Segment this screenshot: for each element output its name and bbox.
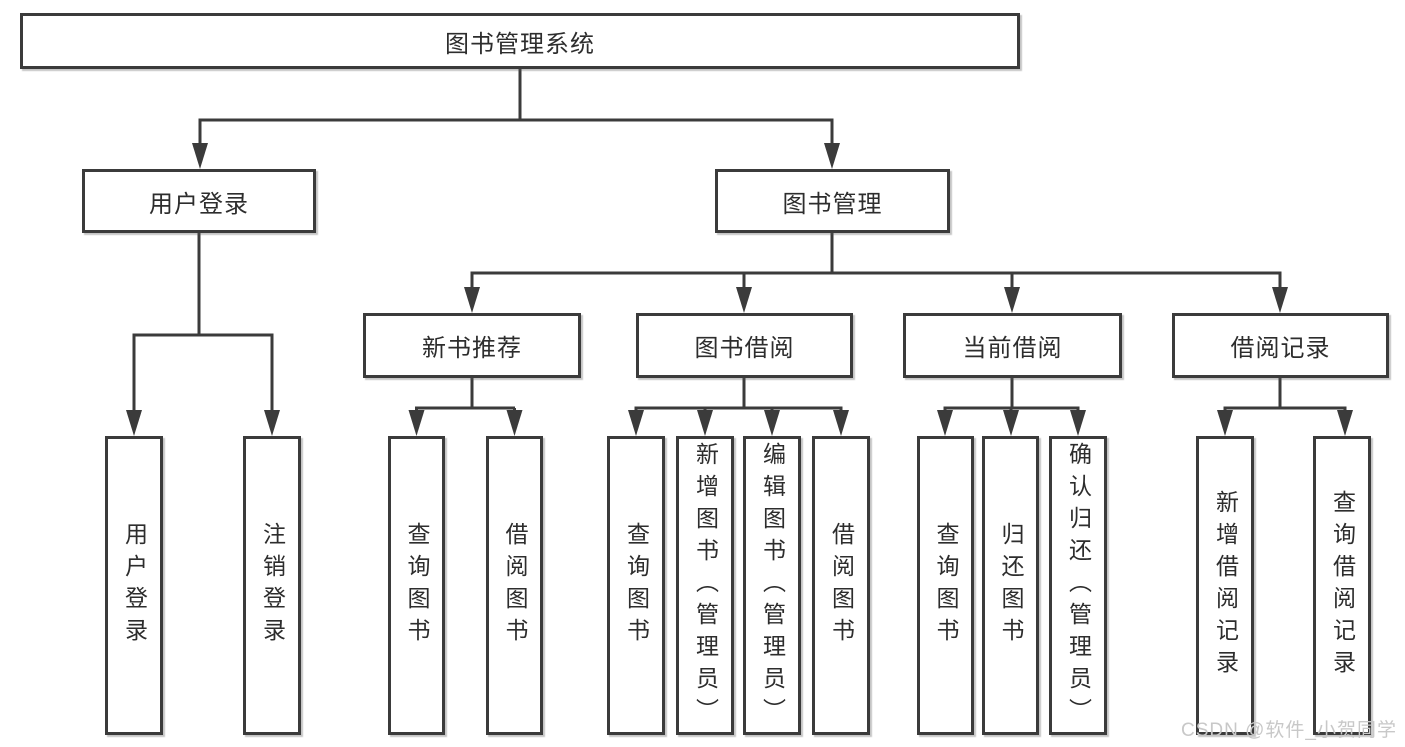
leaf-current-confirm-return-admin: 确认归还（管理员） <box>1049 436 1107 735</box>
leaf-user-login: 用户登录 <box>105 436 163 735</box>
leaf-borrow-query-books: 查询图书 <box>607 436 665 735</box>
leaf-logout: 注销登录 <box>243 436 301 735</box>
node-label: 借阅图书 <box>828 521 855 650</box>
node-label: 确认归还（管理员） <box>1065 441 1092 730</box>
leaf-current-return-books: 归还图书 <box>982 436 1039 735</box>
leaf-borrow-borrow-books: 借阅图书 <box>812 436 870 735</box>
node-label: 新增借阅记录 <box>1212 489 1239 682</box>
node-label: 查询图书 <box>933 521 959 650</box>
node-label: 借阅图书 <box>502 521 528 650</box>
node-label: 新增图书（管理员） <box>692 441 719 730</box>
leaf-current-query-books: 查询图书 <box>917 436 974 735</box>
leaf-newbook-query-books: 查询图书 <box>388 436 445 735</box>
node-label: 查询借阅记录 <box>1329 489 1356 682</box>
node-new-book-recommend: 新书推荐 <box>363 313 581 378</box>
node-label: 注销登录 <box>259 521 286 650</box>
node-label: 当前借阅 <box>962 335 1063 362</box>
node-label: 归还图书 <box>998 521 1024 650</box>
node-user-login: 用户登录 <box>82 169 316 233</box>
node-label: 借阅记录 <box>1230 335 1331 362</box>
node-label: 查询图书 <box>623 521 650 650</box>
leaf-records-add-record: 新增借阅记录 <box>1196 436 1254 735</box>
node-label: 图书管理 <box>782 190 883 218</box>
node-label: 用户登录 <box>149 190 249 218</box>
node-label: 图书借阅 <box>694 335 795 362</box>
leaf-newbook-borrow-books: 借阅图书 <box>486 436 543 735</box>
leaf-borrow-add-books-admin: 新增图书（管理员） <box>676 436 734 735</box>
leaf-borrow-edit-books-admin: 编辑图书（管理员） <box>743 436 801 735</box>
node-label: 图书管理系统 <box>445 30 595 58</box>
arrowheads <box>126 143 1353 436</box>
node-label: 查询图书 <box>404 521 430 650</box>
csdn-watermark: CSDN @软件_小贺同学 <box>1181 720 1397 741</box>
node-borrow-records: 借阅记录 <box>1172 313 1389 378</box>
node-library-system: 图书管理系统 <box>20 13 1020 69</box>
node-book-management: 图书管理 <box>715 169 950 233</box>
node-current-borrow: 当前借阅 <box>903 313 1122 378</box>
node-label: 编辑图书（管理员） <box>759 441 786 730</box>
node-book-borrow: 图书借阅 <box>636 313 853 378</box>
node-label: 用户登录 <box>121 521 148 650</box>
leaf-records-query-record: 查询借阅记录 <box>1313 436 1371 735</box>
node-label: 新书推荐 <box>422 335 522 362</box>
